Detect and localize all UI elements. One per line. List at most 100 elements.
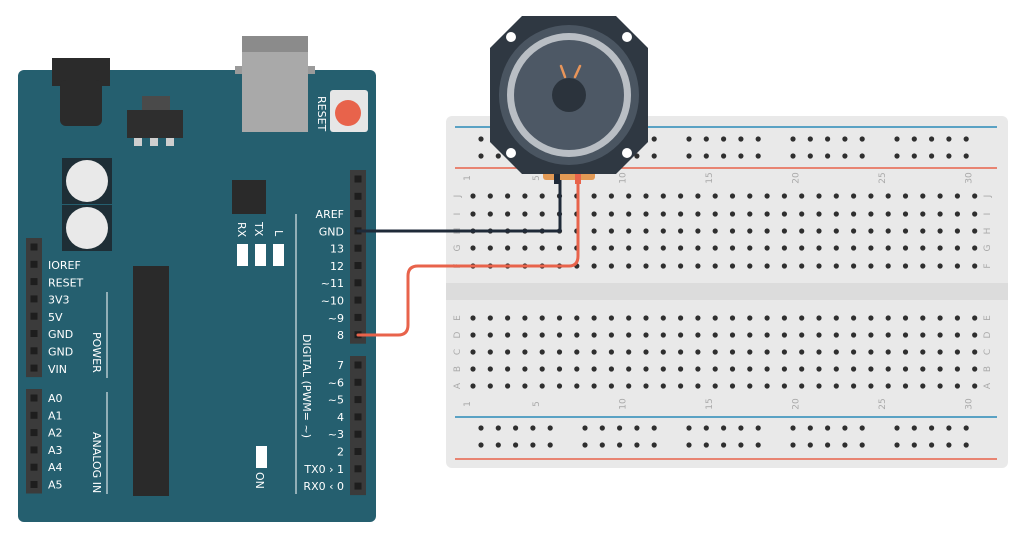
header-pin[interactable] <box>30 364 38 372</box>
breadboard-hole <box>539 315 545 321</box>
header-pin[interactable] <box>354 413 362 421</box>
reset-button[interactable] <box>330 90 368 132</box>
header-pin[interactable] <box>354 296 362 304</box>
header-pin[interactable] <box>30 295 38 303</box>
breadboard-hole <box>920 263 926 269</box>
led-on <box>256 446 267 468</box>
header-pin[interactable] <box>30 394 38 402</box>
breadboard-hole <box>678 315 684 321</box>
breadboard-hole <box>712 383 718 389</box>
pin-labels: IOREFRESET3V35VGNDGNDVINA0A1A2A3A4A5AREF… <box>48 208 344 493</box>
header-pin[interactable] <box>30 481 38 488</box>
header-pin[interactable] <box>30 463 38 471</box>
breadboard-hole <box>574 315 580 321</box>
breadboard-hole <box>972 349 978 355</box>
header-pin[interactable] <box>354 192 362 200</box>
rail-hole <box>842 442 848 448</box>
breadboard-hole <box>920 332 926 338</box>
breadboard-hole <box>539 383 545 389</box>
header-pin[interactable] <box>30 278 38 286</box>
led-l <box>273 244 284 266</box>
rail-hole <box>599 442 605 448</box>
breadboard-hole <box>591 366 597 372</box>
header-pin[interactable] <box>354 279 362 287</box>
header-pin[interactable] <box>354 262 362 269</box>
header-pin[interactable] <box>30 429 38 437</box>
rail-hole <box>911 425 917 431</box>
row-letter: G <box>453 244 463 251</box>
header-pin[interactable] <box>354 175 362 183</box>
header-pin[interactable] <box>30 260 38 268</box>
breadboard-hole <box>608 332 615 338</box>
breadboard-hole <box>729 349 736 355</box>
breadboard-hole <box>799 349 805 355</box>
breadboard-hole <box>954 263 961 269</box>
breadboard-hole <box>470 245 476 251</box>
header-pin[interactable] <box>354 244 362 252</box>
breadboard-hole <box>937 366 943 372</box>
breadboard-hole <box>591 211 597 217</box>
header-pin[interactable] <box>354 448 362 455</box>
led-label-rx: RX <box>235 222 248 238</box>
signal-wire-pin8[interactable] <box>356 176 580 337</box>
breadboard-hole <box>937 332 943 338</box>
column-number-bottom: 15 <box>705 398 715 409</box>
breadboard-hole <box>920 211 926 217</box>
row-letter: I <box>983 213 993 216</box>
breadboard-hole <box>695 211 701 217</box>
column-number-top: 30 <box>965 172 975 184</box>
reset-label: RESET <box>315 96 328 132</box>
breadboard-hole <box>764 332 770 338</box>
breadboard-hole <box>885 211 891 217</box>
header-pin[interactable] <box>30 243 38 251</box>
header-pin[interactable] <box>30 347 38 355</box>
rail-hole <box>617 442 623 448</box>
pin-label: 3V3 <box>48 294 70 307</box>
breadboard-hole <box>868 228 874 234</box>
header-pin[interactable] <box>354 482 362 490</box>
breadboard-hole <box>747 228 753 234</box>
breadboard-hole <box>678 245 684 251</box>
header-pin[interactable] <box>354 210 362 218</box>
header-pin[interactable] <box>354 465 362 473</box>
breadboard-hole <box>470 383 476 389</box>
header-pin[interactable] <box>354 361 362 369</box>
breadboard-hole <box>885 263 891 269</box>
breadboard-hole <box>833 211 839 217</box>
rail-hole <box>582 442 588 448</box>
header-pin[interactable] <box>354 396 362 404</box>
header-pin[interactable] <box>30 446 38 454</box>
breadboard-hole <box>487 211 493 217</box>
power-jack-icon <box>52 58 110 126</box>
breadboard-hole <box>799 228 805 234</box>
breadboard-hole <box>608 193 615 199</box>
rail-hole <box>495 153 501 159</box>
breadboard-hole <box>747 383 753 389</box>
breadboard-hole <box>678 193 684 199</box>
header-pin[interactable] <box>354 378 362 386</box>
breadboard-hole <box>972 315 978 321</box>
breadboard-hole <box>556 332 563 338</box>
rail-hole <box>686 153 692 159</box>
breadboard-hole <box>851 349 857 355</box>
breadboard-hole <box>851 366 857 372</box>
row-letter: B <box>453 366 463 372</box>
row-letter: E <box>453 315 463 321</box>
breadboard-hole <box>937 383 943 389</box>
breadboard-hole <box>591 315 597 321</box>
breadboard-hole <box>574 366 580 372</box>
header-pin[interactable] <box>354 430 362 438</box>
breadboard-hole <box>885 332 891 338</box>
row-letter: J <box>983 195 993 199</box>
breadboard-hole <box>972 263 978 269</box>
breadboard-hole <box>729 211 736 217</box>
header-pin[interactable] <box>354 313 362 321</box>
breadboard-hole <box>972 383 978 389</box>
breadboard-hole <box>539 245 545 251</box>
breadboard-hole <box>937 193 943 199</box>
breadboard-hole <box>972 193 978 199</box>
header-pin[interactable] <box>30 411 38 419</box>
header-pin[interactable] <box>30 330 38 337</box>
column-number-bottom: 25 <box>878 398 888 409</box>
header-pin[interactable] <box>30 312 38 320</box>
